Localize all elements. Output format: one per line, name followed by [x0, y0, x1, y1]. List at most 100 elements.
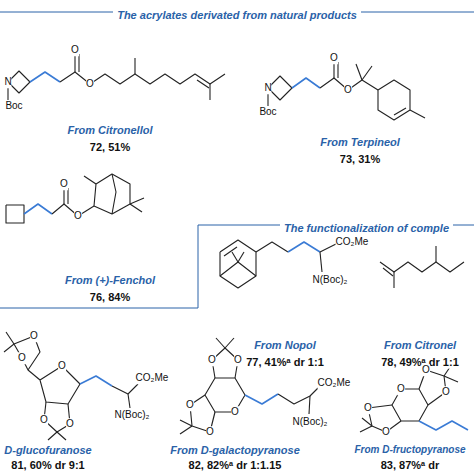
bond-line — [256, 242, 288, 252]
bond-line — [320, 244, 336, 252]
atom-label: O — [330, 52, 338, 64]
bond-line — [320, 252, 322, 272]
compound-yield: 81, 60% dr 9:1 — [10, 459, 85, 472]
bond-line — [362, 418, 372, 426]
bond-line — [380, 262, 464, 272]
compound-source: D-glucofuranose — [3, 444, 92, 457]
atom-label: O — [206, 426, 214, 438]
bond-line — [362, 66, 372, 80]
atom-label: N — [264, 82, 271, 94]
bond-line — [444, 376, 458, 382]
compound-yield: 82, 82%ᵃ dr 1:1.15 — [188, 459, 283, 472]
bond-line — [128, 384, 138, 394]
bond-line — [225, 338, 234, 348]
bond-line — [419, 421, 468, 430]
bond-line — [238, 252, 244, 262]
bond-line — [28, 370, 40, 380]
compound-source: From D-fructopyranose — [353, 444, 466, 456]
compound-yield: 76, 84% — [89, 291, 131, 304]
compound-yield: 73, 31% — [339, 153, 381, 166]
atom-label: N — [4, 76, 11, 88]
compound-source: From Citronel — [383, 339, 457, 352]
atom-label: O — [40, 414, 48, 426]
atom-label: O — [231, 406, 239, 418]
atom-label: CO₂Me — [336, 236, 369, 248]
atom-label: N(Boc)₂ — [293, 416, 328, 428]
atom-label: O — [382, 426, 390, 438]
compound-source: From Nopol — [253, 339, 317, 352]
compound-source: From D-galactopyranose — [169, 444, 301, 457]
bond-line — [209, 84, 210, 100]
compound-yield: 83, 87%ᵃ dr — [380, 459, 441, 472]
bond-line — [90, 74, 225, 84]
atom-label: O — [344, 84, 352, 96]
bond-line — [6, 205, 24, 223]
atom-label: O — [74, 210, 82, 222]
bond-line — [48, 432, 57, 440]
atom-label: O — [18, 352, 26, 364]
bond-line — [134, 58, 135, 74]
section-frame — [0, 12, 474, 308]
bond-line — [309, 396, 310, 414]
bond-line — [84, 176, 96, 184]
compound-source: From Terpineol — [319, 136, 401, 149]
atom-label: N(Boc)₂ — [313, 274, 348, 286]
bond-line — [278, 394, 310, 404]
bond-line — [393, 272, 394, 288]
bond-line — [292, 78, 320, 88]
bond-line — [348, 80, 378, 90]
atom-label: O — [60, 178, 68, 190]
bond-line — [394, 108, 406, 115]
atom-label: O — [186, 399, 194, 411]
atom-label: O — [71, 44, 79, 56]
bond-line — [337, 62, 338, 78]
atom-label: O — [364, 402, 372, 414]
bond-line — [78, 54, 79, 72]
atom-label: O — [208, 354, 216, 366]
atom-label: CO₂Me — [136, 372, 169, 384]
atom-label: O — [86, 78, 94, 90]
bond-line — [180, 426, 192, 434]
bond-line — [224, 247, 237, 256]
atom-label: O — [30, 330, 38, 342]
bond-line — [24, 204, 52, 214]
bond-line — [383, 268, 393, 276]
atom-label: O — [422, 364, 430, 376]
bond-line — [130, 204, 142, 212]
bond-line — [4, 344, 14, 352]
section-panel: The acrylates derivated from natural pro… — [0, 5, 474, 210]
atom-label: Boc — [259, 106, 276, 118]
bond-line — [220, 240, 256, 288]
compound-yield: 72, 51% — [89, 141, 131, 154]
bond-line — [288, 242, 320, 252]
molecule-structures — [4, 52, 468, 440]
section-heading: The acrylates derivated from natural pro… — [113, 8, 361, 22]
atom-label: CO₂Me — [318, 377, 351, 389]
atom-label: O — [66, 418, 74, 430]
bond-line — [378, 80, 410, 120]
bond-line — [6, 332, 14, 344]
atom-label: N(Boc)₂ — [115, 409, 150, 421]
atom-label: O — [397, 383, 405, 395]
bond-line — [356, 64, 362, 80]
bond-line — [435, 246, 436, 262]
bond-line — [180, 420, 192, 426]
frame-line — [0, 225, 474, 308]
bond-line — [245, 394, 278, 404]
bond-line — [130, 198, 144, 204]
bond-line — [30, 72, 60, 82]
bond-line — [112, 174, 116, 214]
bond-line — [220, 262, 256, 276]
bond-line — [205, 378, 245, 412]
compound-source: From (+)-Fenchol — [64, 274, 156, 287]
atom-label: O — [234, 354, 242, 366]
compound-yield: 77, 41%ᵃ dr 1:1 — [245, 356, 325, 369]
bond-line — [360, 426, 372, 432]
atom-label: O — [442, 386, 450, 398]
compound-source: From Citronellol — [67, 124, 154, 137]
bond-line — [57, 432, 66, 440]
bond-line — [216, 338, 225, 348]
bond-line — [310, 388, 318, 396]
bond-line — [80, 376, 112, 386]
